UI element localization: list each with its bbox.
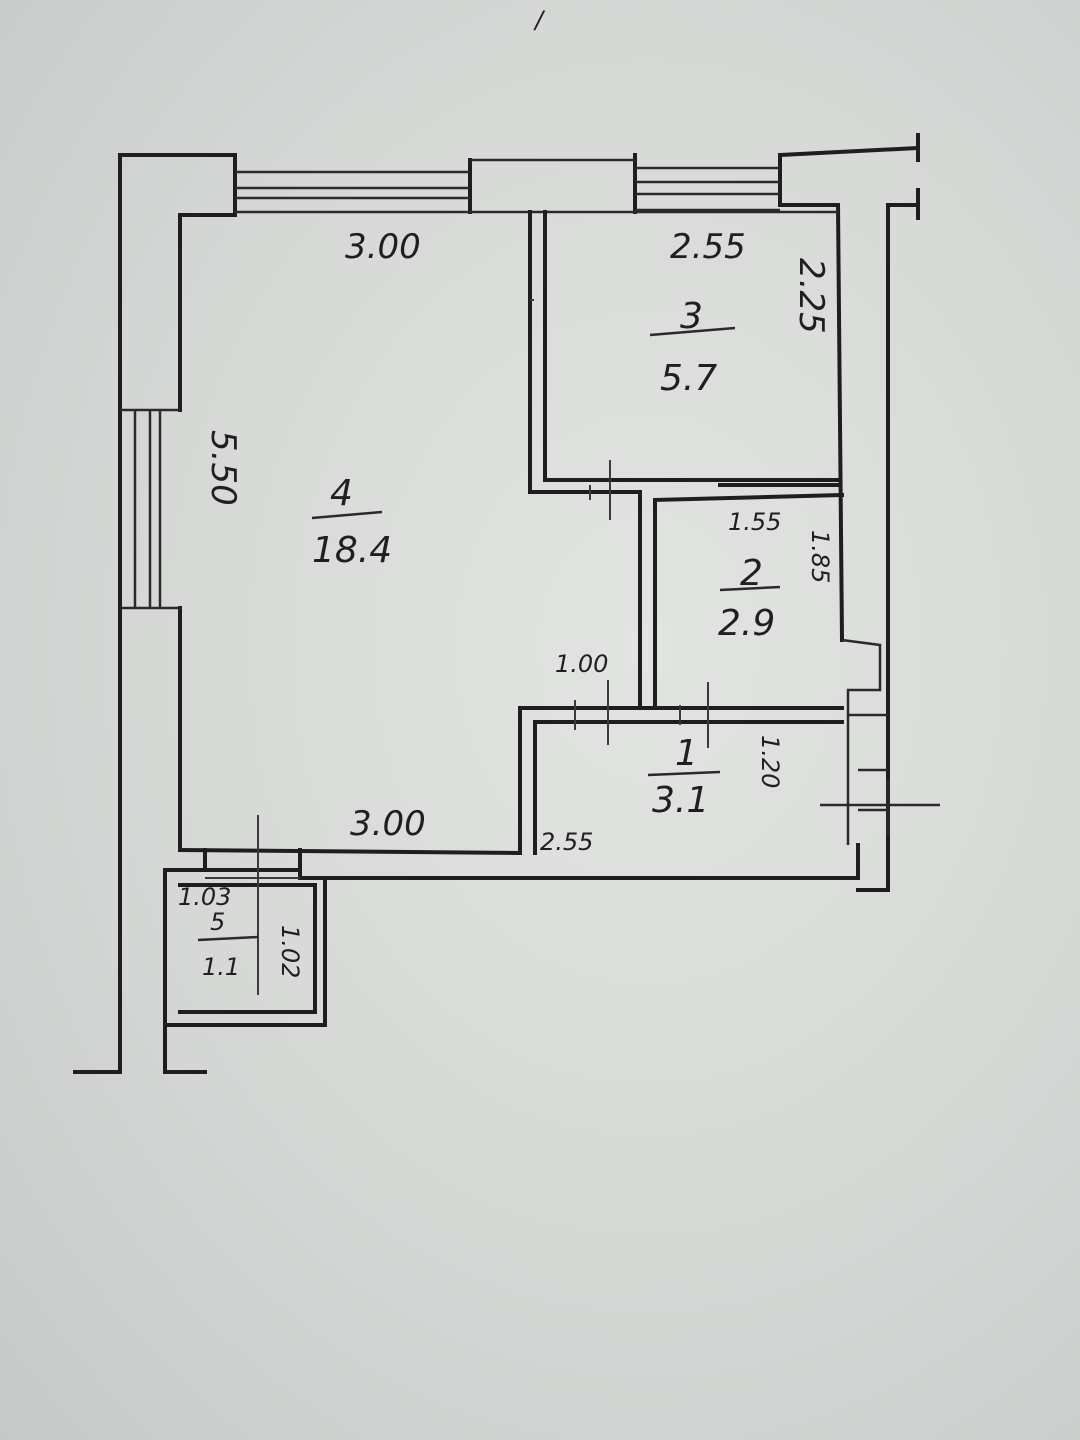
room-4-area: 18.4 — [312, 530, 392, 571]
fraction-room3 — [649, 326, 736, 337]
dim-room4-left: 5.50 — [203, 430, 243, 506]
fraction-room2 — [719, 585, 781, 592]
room-2-number: 2 — [740, 553, 763, 594]
room-1-area: 3.1 — [652, 780, 709, 821]
room-3-area: 5.7 — [660, 358, 717, 399]
dim-room2-left: 1.00 — [555, 650, 608, 678]
wall-top-right — [777, 133, 921, 643]
dim-room3-right: 2.25 — [791, 258, 831, 334]
room-5-area: 1.1 — [202, 953, 240, 981]
top-mark: / — [533, 6, 546, 34]
dim-room2-top: 1.55 — [728, 508, 781, 536]
wall-top — [178, 153, 782, 217]
window-top-right — [470, 166, 838, 214]
room-4-number: 4 — [330, 473, 353, 514]
dim-room2-right: 1.85 — [806, 530, 834, 583]
wall-right-outer — [886, 188, 920, 892]
fraction-room4 — [311, 510, 383, 520]
balcony — [163, 848, 327, 1074]
room-1-number: 1 — [675, 733, 698, 774]
door-room3 — [530, 299, 611, 520]
dim-room4-top: 3.00 — [345, 227, 421, 267]
room-5-number: 5 — [210, 908, 225, 936]
dim-room5-right: 1.02 — [276, 925, 304, 978]
fraction-room1 — [647, 770, 721, 777]
niche-right — [820, 638, 940, 845]
partition-room3-left — [528, 210, 840, 494]
dim-room1-right: 1.20 — [756, 735, 784, 788]
dim-room3-top: 2.55 — [670, 227, 746, 267]
balcony-door — [205, 815, 300, 995]
outer-wall-left — [73, 153, 237, 1074]
partition-room2 — [638, 483, 845, 707]
window-top-left — [235, 158, 635, 214]
window-left — [120, 408, 180, 610]
wall-bottom — [177, 843, 890, 892]
dim-room4-bottom: 3.00 — [350, 804, 426, 844]
dim-room5-top: 1.03 — [178, 883, 231, 911]
fraction-room5 — [197, 935, 259, 942]
door-room1 — [574, 680, 709, 748]
room-3-number: 3 — [680, 296, 703, 337]
room-2-area: 2.9 — [718, 603, 775, 644]
dim-room1-bottom: 2.55 — [540, 828, 593, 856]
